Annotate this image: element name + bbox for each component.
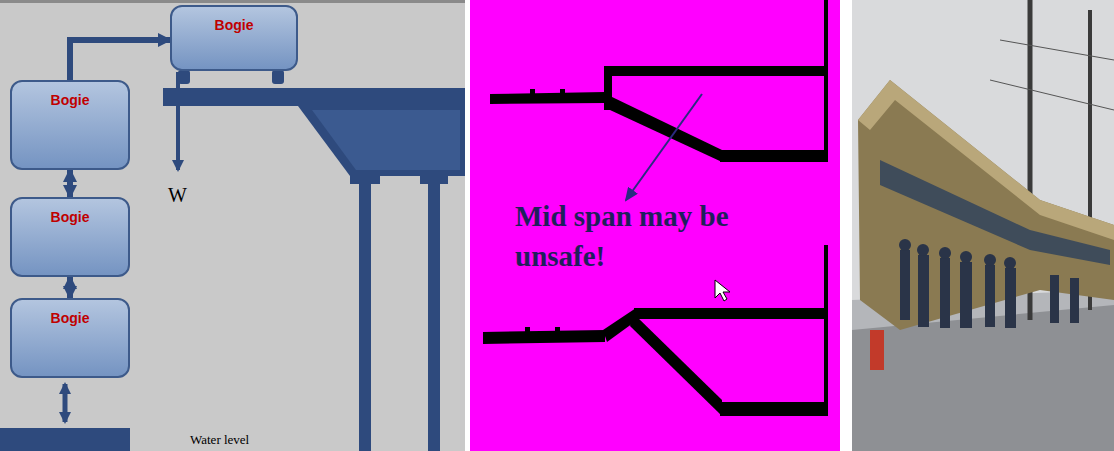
panel-gap [465, 0, 470, 451]
water-level-label: Water level [190, 432, 310, 448]
photo-train-windows [880, 160, 1110, 265]
load-arrow [176, 72, 180, 170]
node-label: Bogie [172, 17, 296, 33]
span-edge [824, 0, 828, 162]
panel-gap [840, 0, 852, 451]
bridge-deck [163, 88, 465, 106]
track-sleeper [525, 327, 530, 332]
panel-background [470, 0, 840, 451]
node-label: Bogie [12, 92, 128, 108]
track-sleeper [555, 327, 560, 332]
girder-face [312, 110, 460, 170]
photo-wire [990, 80, 1114, 110]
coupling-arrow [70, 40, 170, 80]
node-label: Bogie [12, 310, 128, 326]
bridge-pier [428, 184, 440, 451]
bogie-box: Bogie [170, 5, 298, 71]
track [483, 330, 605, 344]
bridge-pier [359, 184, 371, 451]
bogie-box: Bogie [10, 197, 130, 277]
span-haunch [610, 96, 722, 162]
coupling-arrow [67, 277, 73, 298]
photo-people [899, 239, 1079, 328]
water-base [0, 428, 130, 451]
span-deck [634, 308, 828, 319]
photo-sky [852, 0, 1114, 451]
span-deck [604, 66, 828, 76]
span-edge [824, 245, 828, 416]
track [490, 92, 605, 104]
photo-wire [1000, 40, 1114, 60]
photo-train [858, 80, 1114, 330]
track-sleeper [560, 89, 565, 95]
load-label: W [168, 184, 208, 207]
bridge-girder [298, 106, 465, 176]
span-soffit [720, 402, 828, 416]
pier-cap [350, 176, 380, 184]
bogie-wheel [272, 70, 284, 84]
support-arrow [63, 384, 68, 422]
photo-person-red [870, 330, 884, 370]
coupling-arrow [67, 170, 73, 197]
span-haunch [630, 314, 722, 416]
warning-note: Mid span may be unsafe! [515, 196, 747, 276]
node-label: Bogie [12, 209, 128, 225]
pier-cap [420, 176, 448, 184]
panel-background [0, 0, 465, 451]
span-soffit [720, 150, 828, 162]
bogie-box: Bogie [10, 298, 130, 378]
track-sleeper [530, 89, 535, 95]
bogie-box: Bogie [10, 80, 130, 170]
mouse-cursor [715, 280, 730, 301]
leader-arrow [626, 94, 702, 200]
panel-border [0, 0, 465, 3]
